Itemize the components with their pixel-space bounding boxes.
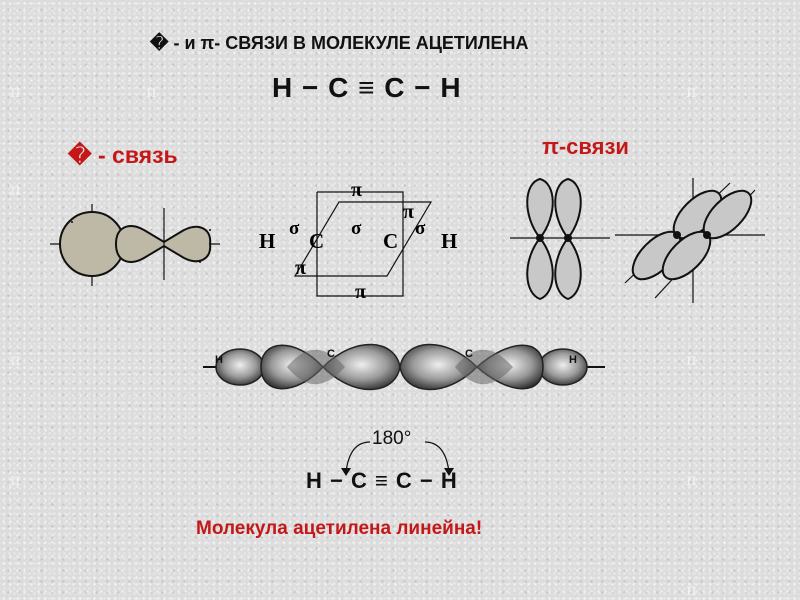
watermark-pi: π: [686, 82, 697, 101]
pi-parallel-lobes-diagram: [510, 177, 610, 301]
scheme-pi-lower-left: π: [295, 257, 306, 279]
pi-bonds-label: π-связи: [542, 134, 629, 159]
watermark-pi: π: [686, 350, 697, 369]
watermark-pi: π: [686, 580, 697, 599]
scheme-sigma-1: σ: [289, 218, 300, 239]
scheme-atom-h-right: H: [441, 229, 457, 253]
conclusion-text: Молекула ацетилена линейна!: [196, 518, 483, 539]
angle-arrows: [341, 441, 454, 476]
scheme-pi-top: π: [351, 179, 362, 201]
scheme-atom-c-right: C: [383, 229, 398, 253]
watermark-pi: π: [10, 180, 21, 199]
scheme-pi-upper-right: π: [403, 201, 414, 223]
orbital-label-h-right: H: [569, 354, 577, 366]
acetylene-orbital-overlap: H C C H: [203, 343, 605, 391]
orbital-label-c-left: C: [327, 348, 335, 360]
acetylene-formula-top: H − C ≡ C − H: [272, 72, 462, 103]
pi-tilted-lobes-diagram: [615, 178, 765, 303]
watermark-pi: π: [10, 82, 21, 101]
scheme-sigma-3: σ: [415, 218, 426, 239]
orbital-label-c-right: C: [465, 348, 473, 360]
orbital-label-h-left: H: [215, 354, 223, 366]
watermark-pi: π: [146, 82, 157, 101]
scheme-sigma-2: σ: [351, 218, 362, 239]
scheme-atom-h-left: H: [259, 229, 275, 253]
watermark-pi: π: [10, 470, 21, 489]
watermark-pi: π: [686, 470, 697, 489]
sigma-overlap-diagram: [50, 204, 220, 286]
sigma-bond-label: � - связь: [68, 142, 178, 168]
bond-scheme-diagram: H σ C σ C σ H π π π π: [259, 179, 457, 303]
page-title: � - и π- СВЯЗИ В МОЛЕКУЛЕ АЦЕТИЛЕНА: [150, 33, 529, 53]
watermark-pi: π: [10, 350, 21, 369]
acetylene-formula-bottom: H − C ≡ C − H: [306, 468, 458, 493]
scheme-pi-bottom: π: [355, 281, 366, 303]
bond-angle-label: 180°: [372, 428, 412, 449]
scheme-atom-c-left: C: [309, 229, 324, 253]
